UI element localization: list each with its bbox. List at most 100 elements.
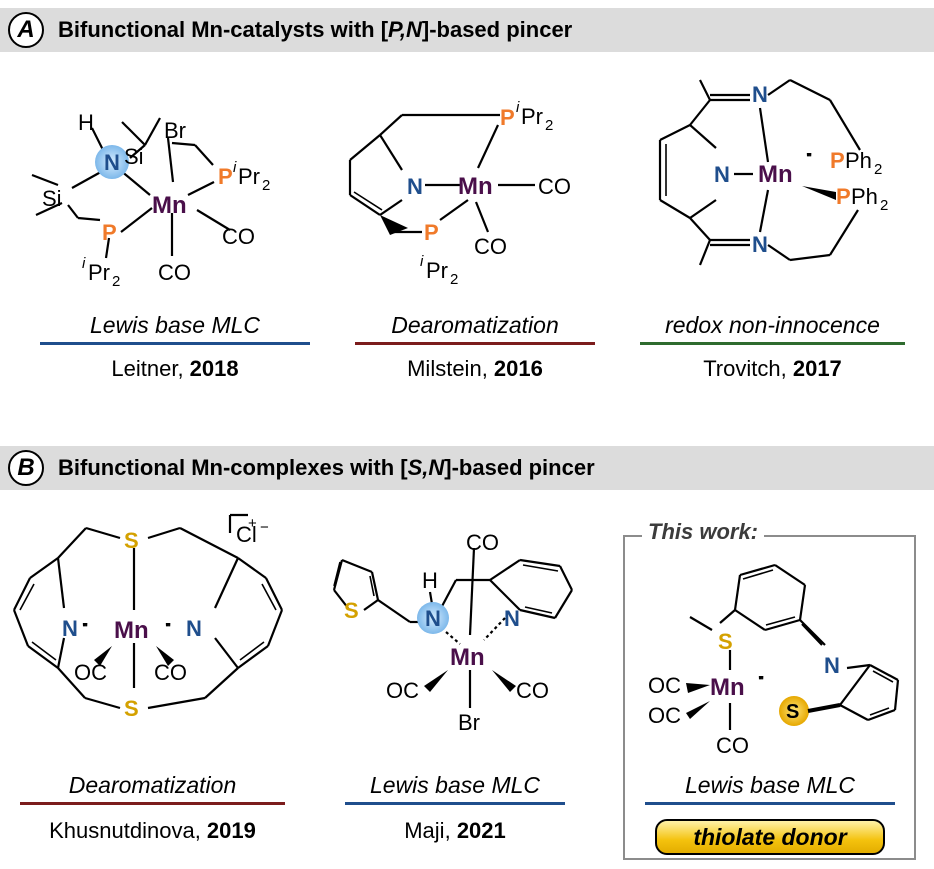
ligand-oc: OC (648, 703, 681, 728)
atom-mn: Mn (450, 644, 485, 671)
atom-n-right: N (186, 616, 202, 641)
atom-n-amine: N (425, 606, 441, 631)
iso-label: i (516, 99, 520, 116)
mechanism-label-4: Dearomatization (68, 772, 237, 798)
hashed-bond: '''' (758, 674, 764, 691)
panel-b-letter: B (8, 450, 44, 486)
ligand-co: CO (516, 678, 549, 703)
atom-n: N (407, 174, 423, 199)
panel-a-title: Bifunctional Mn-catalysts with [P,N]-bas… (58, 17, 573, 42)
atom-s-lower: S (124, 696, 139, 721)
atom-mn: Mn (114, 617, 149, 644)
ligand-oc: OC (648, 673, 681, 698)
thiolate-donor-badge: thiolate donor (655, 819, 885, 855)
khusnutdinova-complex: S S N N '''' '''' Mn OC CO + Cl − (12, 513, 284, 721)
ligand-co: CO (538, 174, 571, 199)
atom-n-pyridine: N (504, 606, 520, 631)
atom-br: Br (164, 118, 186, 143)
subscript-two: 2 (262, 177, 270, 194)
ligand-co: CO (222, 224, 255, 249)
hashed-bond: '''' (82, 621, 88, 638)
this-work-complex: S N Mn '''' S OC OC CO (648, 563, 900, 758)
mechanism-underline-2 (355, 342, 595, 345)
atom-p-right: P (218, 164, 233, 189)
phenyl-label: Ph (851, 184, 878, 209)
trovitch-complex: N N N Mn '''' P Ph 2 P Ph 2 (658, 79, 888, 266)
mechanism-underline-5 (345, 802, 565, 805)
iso-label: i (233, 159, 237, 176)
mechanism-underline-6 (645, 802, 895, 805)
atom-h: H (422, 568, 438, 593)
atom-si-lower: Si (42, 186, 62, 211)
atom-s-upper: S (124, 528, 139, 553)
atom-s-thiolate: S (786, 701, 799, 723)
citation-3: Trovitch, 2017 (703, 356, 842, 381)
atom-mn: Mn (758, 161, 793, 188)
mechanism-label-1: Lewis base MLC (89, 312, 261, 338)
milstein-complex: N Mn P i Pr 2 P i Pr 2 CO CO (348, 99, 571, 288)
iso-label: i (82, 255, 86, 272)
ligand-oc: OC (74, 660, 107, 685)
mechanism-label-3: redox non-innocence (665, 312, 880, 338)
atom-n-imine-lower: N (752, 232, 768, 257)
maji-complex: N H S CO N Mn OC CO Br (332, 530, 573, 735)
citation-1: Leitner, 2018 (111, 356, 239, 381)
ligand-co: CO (466, 530, 499, 555)
subscript-two: 2 (874, 161, 882, 178)
atom-mn: Mn (710, 674, 745, 701)
charge-minus: − (260, 519, 269, 536)
hashed-bond: '''' (806, 151, 812, 168)
leitner-complex: N H Si Si Br Mn P i Pr 2 P i Pr 2 CO CO (31, 110, 270, 290)
citation-4: Khusnutdinova, 2019 (49, 818, 256, 843)
ligand-co: CO (474, 234, 507, 259)
ligand-co: CO (158, 260, 191, 285)
propyl-label: Pr (521, 104, 543, 129)
atom-n-imine-upper: N (752, 82, 768, 107)
atom-n-left: N (62, 616, 78, 641)
atom-s-thiophene: S (344, 598, 359, 623)
atom-p-upper: P (500, 105, 515, 130)
atom-h: H (78, 110, 94, 135)
propyl-label: Pr (238, 164, 260, 189)
phenyl-label: Ph (845, 148, 872, 173)
mechanism-underline-3 (640, 342, 905, 345)
mechanism-label-6: Lewis base MLC (684, 772, 856, 798)
mechanism-label-5: Lewis base MLC (369, 772, 541, 798)
subscript-two: 2 (545, 117, 553, 134)
hashed-bond: '''' (165, 621, 171, 638)
atom-p-lower: P (424, 220, 439, 245)
atom-mn: Mn (152, 192, 187, 219)
citation-5: Maji, 2021 (404, 818, 506, 843)
this-work-label: This work: (642, 519, 765, 545)
panel-b-banner: B Bifunctional Mn-complexes with [S,N]-b… (0, 446, 934, 490)
chloride: Cl (236, 522, 257, 547)
atom-n-pyridine: N (714, 162, 730, 187)
atom-p-lower: P (102, 220, 117, 245)
subscript-two: 2 (450, 271, 458, 288)
mechanism-underline-1 (40, 342, 310, 345)
this-work-box (623, 535, 916, 860)
propyl-label: Pr (426, 258, 448, 283)
atom-s-thioether: S (718, 629, 733, 654)
mechanism-underline-4 (20, 802, 285, 805)
subscript-two: 2 (112, 273, 120, 290)
subscript-two: 2 (880, 197, 888, 214)
ligand-co: CO (154, 660, 187, 685)
panel-a-banner: A Bifunctional Mn-catalysts with [P,N]-b… (0, 8, 934, 52)
ligand-oc: OC (386, 678, 419, 703)
atom-si-upper: Si (124, 144, 144, 169)
citation-2: Milstein, 2016 (407, 356, 543, 381)
atom-n-imine: N (824, 653, 840, 678)
charge-plus: + (248, 515, 257, 532)
mechanism-label-2: Dearomatization (391, 312, 559, 338)
iso-label: i (420, 253, 424, 270)
atom-n: N (104, 150, 120, 175)
panel-a-letter: A (8, 12, 44, 48)
atom-p-upper: P (830, 148, 845, 173)
ligand-co: CO (716, 733, 749, 758)
atom-br: Br (458, 710, 480, 735)
panel-b-title: Bifunctional Mn-complexes with [S,N]-bas… (58, 455, 595, 480)
atom-mn: Mn (458, 173, 493, 200)
propyl-label: Pr (88, 260, 110, 285)
atom-p-lower: P (836, 184, 851, 209)
